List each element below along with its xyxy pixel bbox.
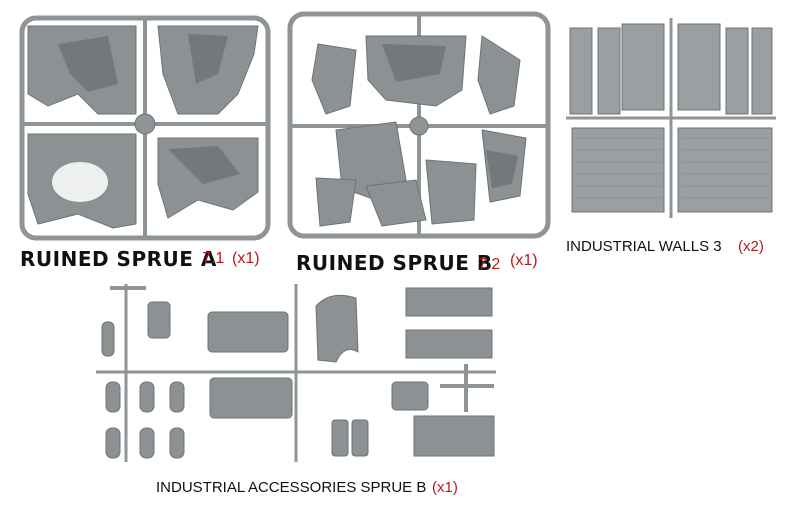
- industrial-walls-image: [566, 18, 776, 218]
- sprue-qty-ruined-a: (x1): [232, 250, 260, 267]
- sprue-label-ruined-b: RUINED SPRUE B: [296, 251, 493, 275]
- industrial-accessories-sprue-image: [96, 284, 496, 462]
- ruined-sprue-a-image: [19, 15, 271, 241]
- sprue-qty-ruined-b: (x1): [510, 252, 538, 269]
- sprue-qty-industrial-accessories: (x1): [432, 479, 458, 496]
- sprue-label-ruined-a: RUINED SPRUE A: [20, 247, 217, 271]
- sprue-label-industrial-accessories: INDUSTRIAL ACCESSORIES SPRUE B: [156, 479, 427, 496]
- sprue-code-ruined-a: 7.1: [202, 250, 225, 267]
- ruined-sprue-b-image: [287, 11, 551, 239]
- sprue-label-industrial-walls: INDUSTRIAL WALLS 3: [566, 238, 722, 255]
- sprue-qty-industrial-walls: (x2): [738, 238, 764, 255]
- sprue-code-ruined-b: 7.2: [478, 256, 501, 273]
